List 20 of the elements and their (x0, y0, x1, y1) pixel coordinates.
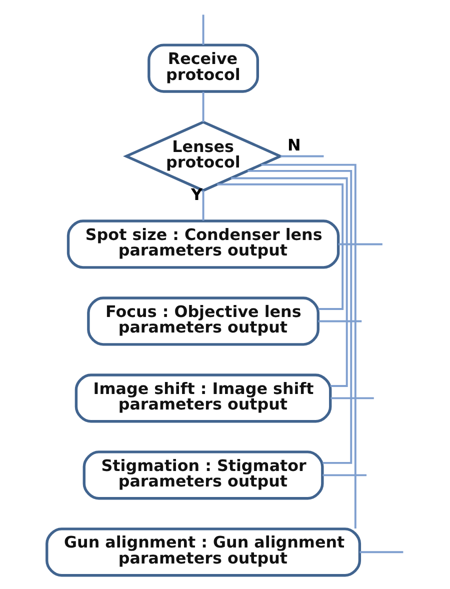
connector (202, 92, 204, 122)
node-box: Receive protocol (147, 44, 258, 93)
connector (318, 320, 362, 322)
connector (330, 397, 374, 400)
connector (280, 155, 324, 158)
connector (202, 14, 204, 45)
connector (202, 190, 204, 221)
node-box: Stigmation : Stigmator parameters output (82, 450, 324, 500)
node-box: Focus : Objective lens parameters output (86, 296, 319, 346)
connector (338, 243, 382, 246)
connector (230, 177, 348, 387)
connector (216, 183, 344, 310)
edge-label: N (287, 136, 300, 155)
node-box: Gun alignment : Gun alignment parameters output (45, 528, 361, 577)
node-box: Image shift : Image shift parameters output (74, 374, 332, 423)
node-box: Spot size : Condenser lens parameters output (66, 220, 340, 269)
connector (359, 551, 403, 554)
connector (322, 474, 366, 476)
connector (260, 164, 356, 528)
connector (247, 170, 352, 464)
